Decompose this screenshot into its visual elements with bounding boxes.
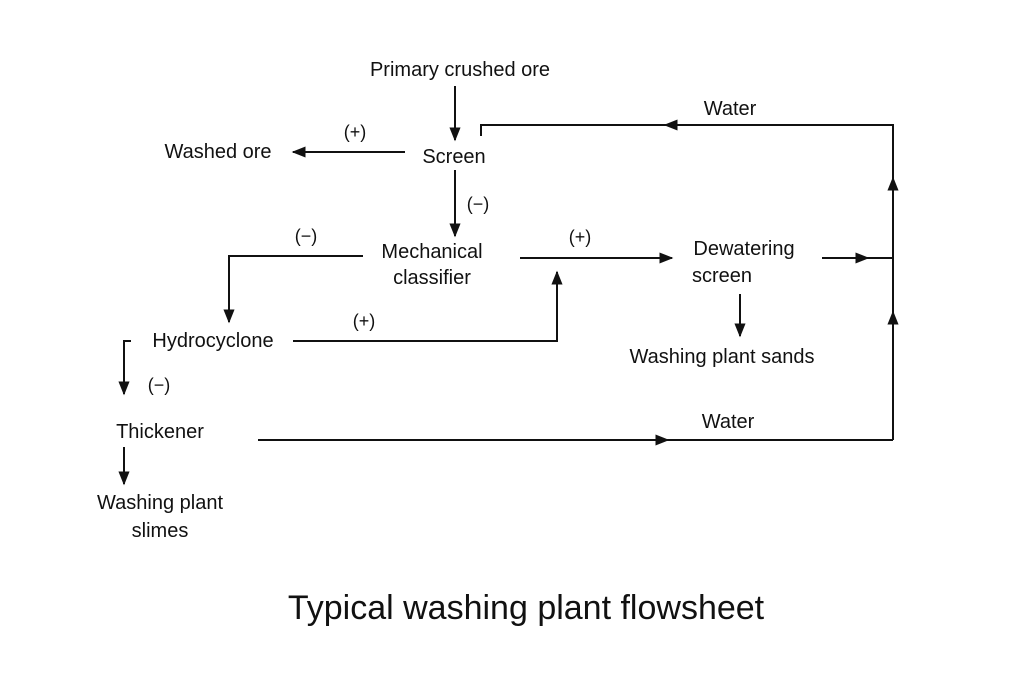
washing-plant-slimes-label-line2: slimes bbox=[132, 520, 189, 542]
classifier-fines-sign: (−) bbox=[295, 226, 318, 246]
dewatering-screen-label-line2: screen bbox=[692, 265, 752, 287]
screen-oversize-sign: (+) bbox=[344, 122, 367, 142]
mechanical-classifier-label-line2: classifier bbox=[393, 267, 471, 289]
primary-crushed-ore-label: Primary crushed ore bbox=[370, 59, 550, 81]
mechanical-classifier-label-line1: Mechanical bbox=[381, 241, 482, 263]
hydrocyclone-label: Hydrocyclone bbox=[152, 330, 273, 352]
screen-label: Screen bbox=[422, 146, 485, 168]
washing-plant-slimes-label-line1: Washing plant bbox=[97, 492, 223, 514]
hydrocyclone-to-dewatering-arrow bbox=[293, 270, 563, 342]
hydrocyclone-overflow-sign: (−) bbox=[148, 375, 171, 395]
classifier-to-hydrocyclone-arrow bbox=[223, 255, 363, 324]
hydrocyclone-to-thickener-arrow bbox=[118, 340, 131, 396]
flow-lines bbox=[118, 86, 899, 486]
water-bottom-label: Water bbox=[702, 411, 755, 433]
diagram-title: Typical washing plant flowsheet bbox=[288, 589, 765, 627]
washed-ore-label: Washed ore bbox=[164, 141, 271, 163]
washing-plant-sands-label: Washing plant sands bbox=[630, 346, 815, 368]
node-labels: Primary crushed ore Screen Washed ore Me… bbox=[97, 59, 814, 542]
screen-undersize-sign: (−) bbox=[467, 194, 490, 214]
flow-labels: Water Water (+) (−) (−) (+) (+) (−) bbox=[148, 98, 757, 433]
thickener-label: Thickener bbox=[116, 421, 204, 443]
hydrocyclone-underflow-sign: (+) bbox=[353, 311, 376, 331]
dewatering-screen-label-line1: Dewatering bbox=[693, 238, 794, 260]
classifier-coarse-sign: (+) bbox=[569, 227, 592, 247]
water-top-label: Water bbox=[704, 98, 757, 120]
water-return-to-screen-line bbox=[480, 124, 894, 440]
